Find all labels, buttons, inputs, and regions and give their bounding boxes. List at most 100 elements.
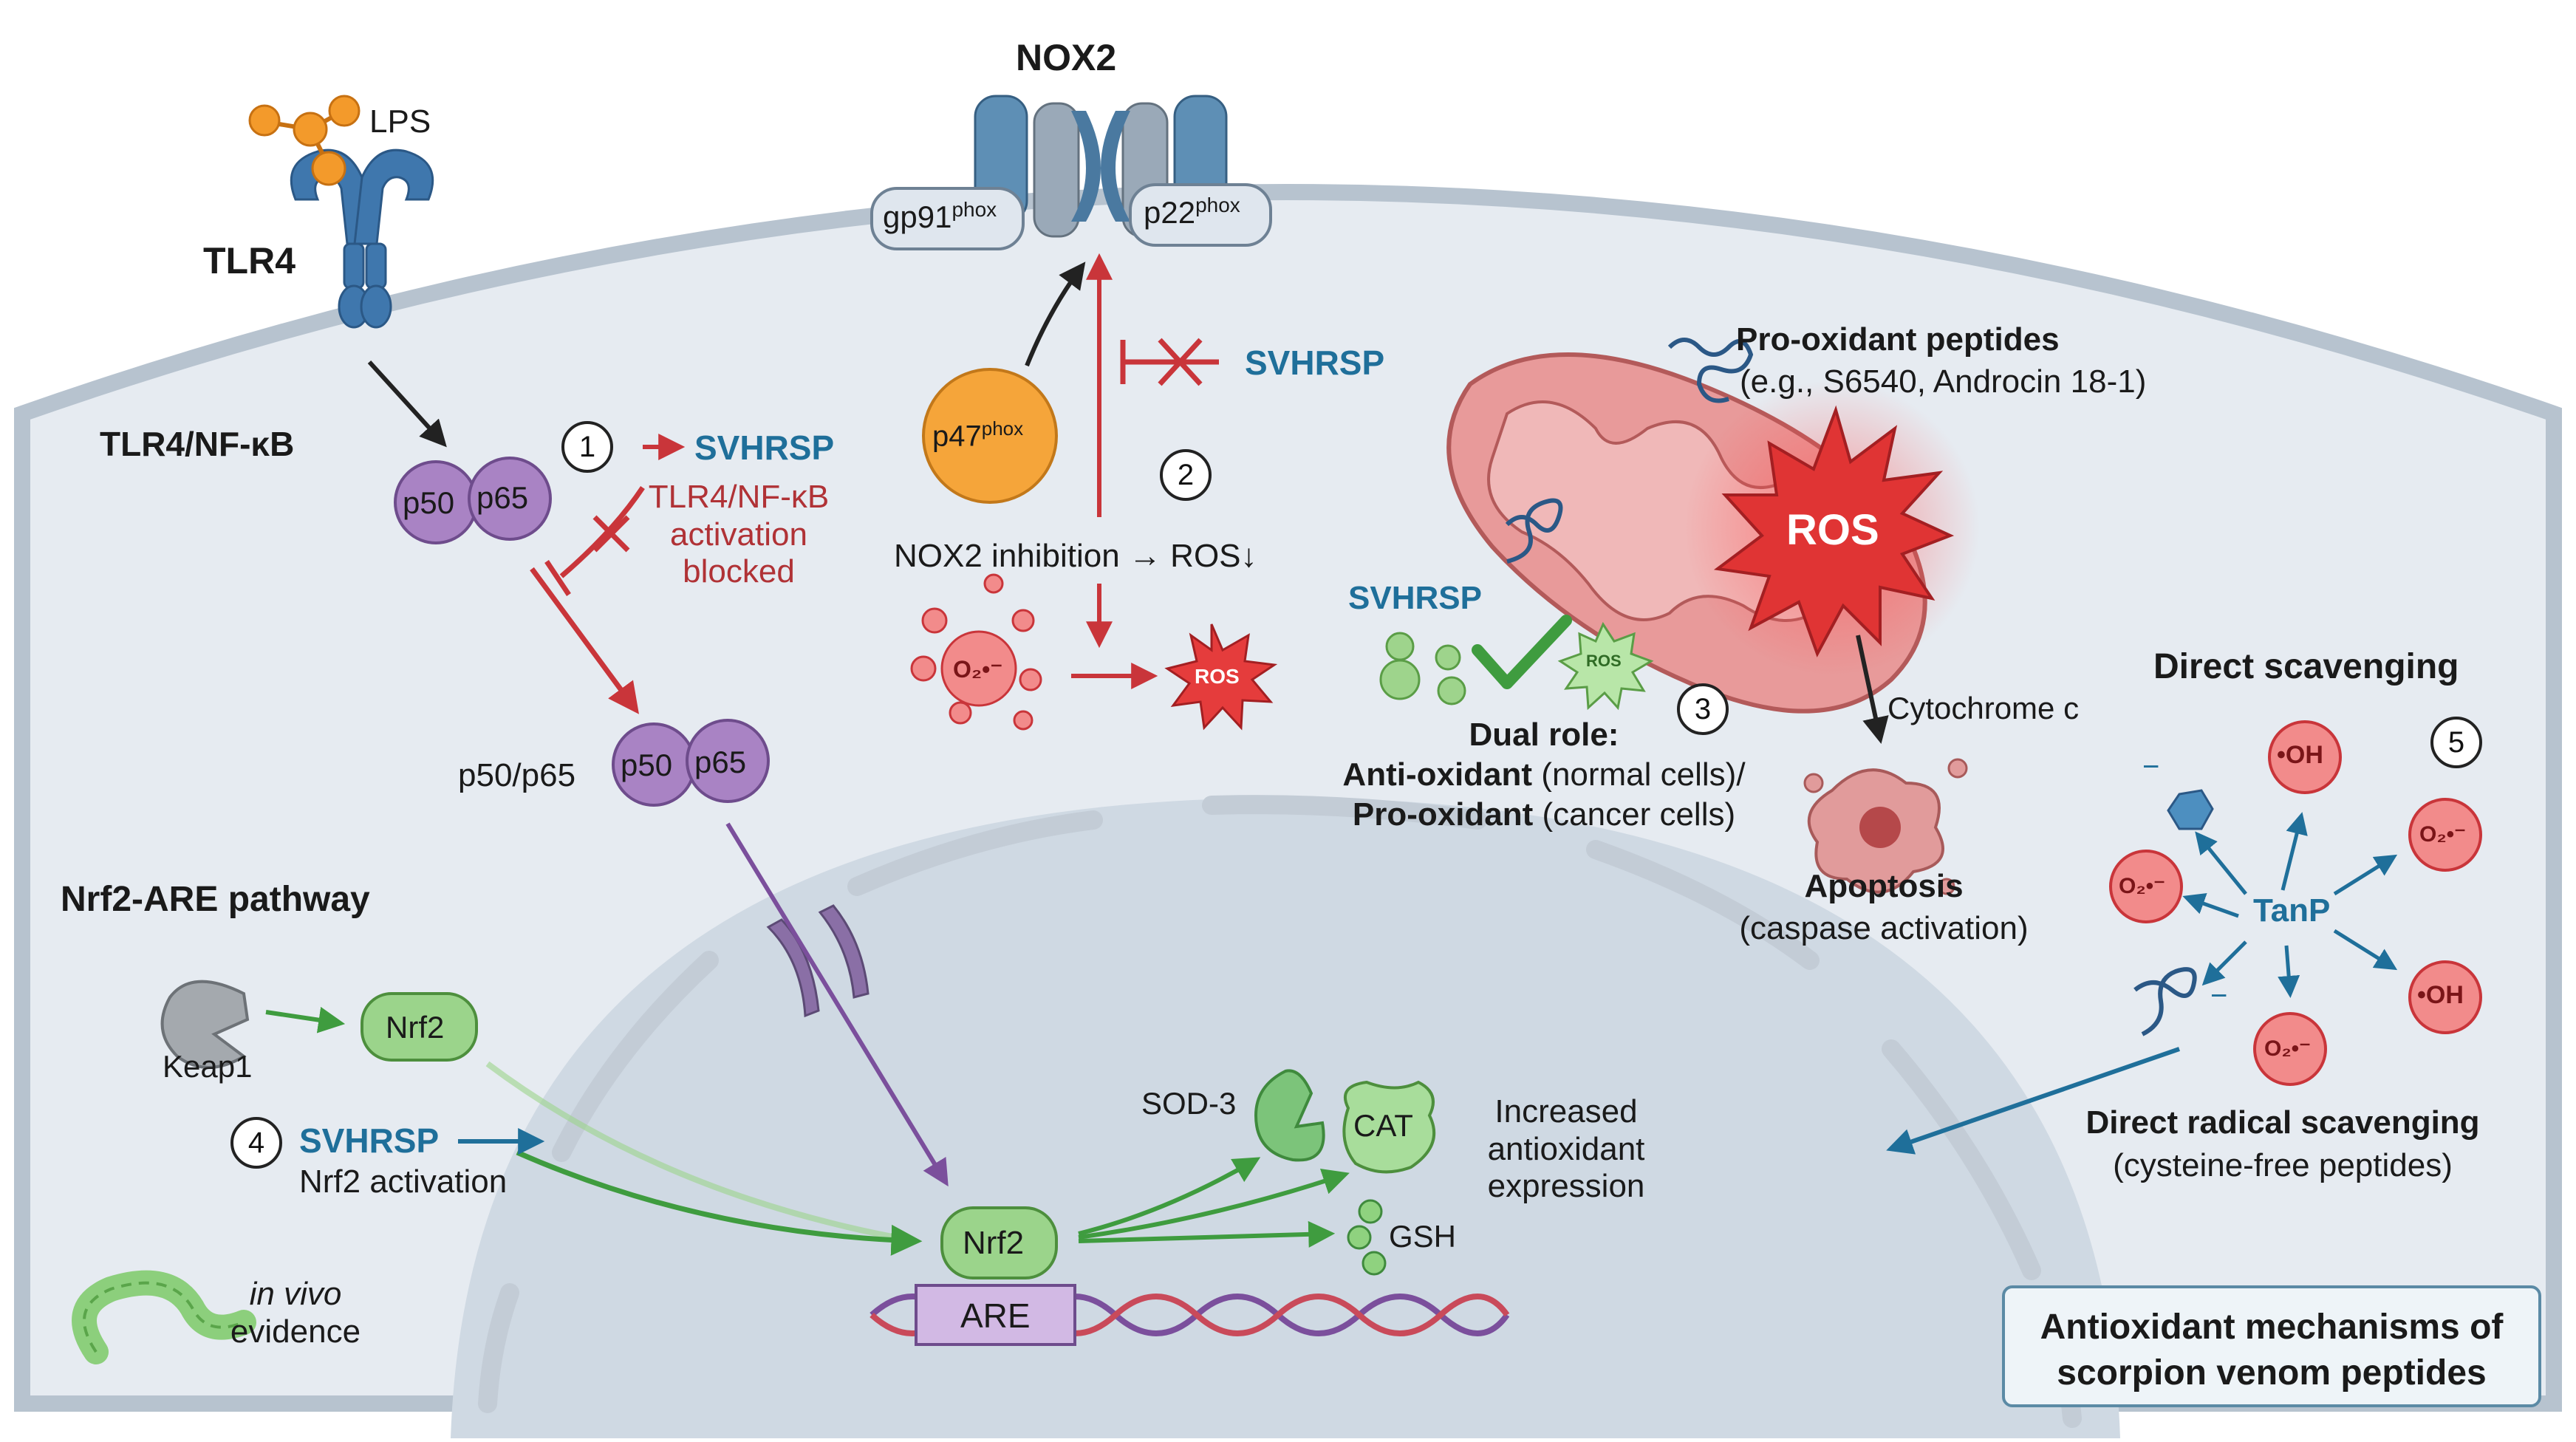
cat-enzyme	[1342, 1080, 1436, 1174]
nrf2-cytoplasm-label: Nrf2	[386, 1010, 445, 1045]
cat-label: CAT	[1353, 1108, 1413, 1143]
svhrsp-3-label: SVHRSP	[1348, 580, 1482, 616]
ros-small-label: ROS	[1195, 665, 1240, 688]
pro-oxidant-examples: (e.g., S6540, Androcin 18-1)	[1740, 363, 2147, 400]
step-2-marker: 2	[1160, 449, 1212, 501]
gsh-molecule	[1347, 1199, 1387, 1276]
arrow-to-gsh	[1078, 1220, 1336, 1248]
tlr4-nfkb-heading: TLR4/NF-κB	[100, 425, 295, 463]
nox2-inhibition-label: NOX2 inhibition → ROS↓	[894, 538, 1257, 574]
arrow-nrf2-to-nucleus	[485, 1061, 917, 1244]
tanp-scavenging-arrows	[2182, 812, 2398, 998]
dual-role-title: Dual role:	[1469, 717, 1619, 753]
dual-role-antioxidant: Anti-oxidant (normal cells)/	[1342, 756, 1746, 793]
oh-radical-top: •OH	[2277, 741, 2323, 769]
superoxide-cluster	[910, 573, 1042, 731]
p47phox-subunit	[922, 368, 1058, 504]
cytochrome-c-label: Cytochrome c	[1887, 691, 2080, 725]
p50-label-top: p50	[403, 485, 455, 520]
ros-burst-big	[1713, 405, 1955, 657]
arrow-keap1-to-nrf2	[265, 1006, 346, 1033]
p50-p65-label: p50/p65	[458, 757, 576, 793]
superoxide-right: O₂•⁻	[2419, 822, 2467, 847]
lps-molecule	[248, 95, 361, 186]
nrf2-nuclear	[940, 1206, 1058, 1279]
check-mark-icon	[1472, 615, 1572, 689]
scavenger-peptide	[2133, 967, 2197, 1036]
superoxide-left: O₂•⁻	[2119, 874, 2166, 898]
gp91phox-label: gp91phox	[883, 198, 997, 234]
arrow-p47-to-nox2	[1025, 262, 1086, 367]
nrf2-nuclear-label: Nrf2	[963, 1225, 1025, 1261]
nox2-complex	[870, 95, 1272, 250]
cysteine-free-caption: (cysteine-free peptides)	[2113, 1147, 2453, 1183]
svhrsp-4-label: SVHRSP	[299, 1121, 440, 1160]
direct-scavenging-heading: Direct scavenging	[2153, 647, 2459, 686]
arrow-scavenging-to-nucleus	[1886, 1047, 2180, 1155]
p50-p65-dimer-cytoplasm	[394, 457, 552, 544]
ros-neutralized-burst	[1557, 621, 1654, 711]
electron-particle	[2167, 789, 2214, 830]
tlr4-label: TLR4	[203, 240, 295, 281]
keap1-protein	[160, 980, 250, 1069]
sod3-label: SOD-3	[1141, 1086, 1237, 1121]
ros-burst-small	[1164, 623, 1278, 731]
p65-label-top: p65	[476, 480, 529, 515]
gsh-label: GSH	[1389, 1219, 1457, 1254]
p50-label-lower: p50	[621, 748, 673, 782]
apoptosis-label: Apoptosis	[1804, 868, 1964, 904]
arrow-to-cat	[1078, 1169, 1350, 1240]
oh-radical-right: •OH	[2417, 981, 2464, 1009]
radical-particles	[2109, 720, 2482, 1086]
figure-title: Antioxidant mechanisms of scorpion venom…	[2040, 1308, 2504, 1393]
are-element	[915, 1284, 1076, 1346]
electron-minus-top: −	[2142, 751, 2160, 783]
ros-big-label: ROS	[1786, 506, 1879, 554]
superoxide-label: O₂•⁻	[953, 656, 1003, 683]
step-3-marker: 3	[1677, 683, 1729, 735]
step-5-marker: 5	[2430, 717, 2482, 768]
step-4-marker: 4	[230, 1117, 282, 1169]
scavenged-ros-particles	[1379, 632, 1466, 705]
dual-role-prooxidant: Pro-oxidant (cancer cells)	[1352, 796, 1736, 833]
ros-neutralized-label: ROS	[1586, 652, 1622, 670]
nrf2-are-heading: Nrf2-ARE pathway	[61, 880, 370, 919]
keap1-label: Keap1	[163, 1049, 253, 1084]
lps-label: LPS	[369, 103, 431, 140]
p65-label-lower: p65	[694, 745, 747, 779]
pro-oxidant-title: Pro-oxidant peptides	[1736, 321, 2060, 358]
figure-title-box: Antioxidant mechanisms of scorpion venom…	[2002, 1285, 2541, 1407]
tanp-label: TanP	[2253, 892, 2331, 929]
direct-radical-caption: Direct radical scavenging	[2085, 1104, 2480, 1141]
arrow-cytochrome	[1856, 635, 1889, 745]
sod3-enzyme	[1254, 1069, 1325, 1162]
arrow-nrf2-translocation	[516, 1149, 923, 1256]
svhrsp-1-label: SVHRSP	[694, 428, 835, 467]
tlr4-receptor	[290, 148, 434, 329]
arrow-tlr4-to-nfkb	[367, 360, 447, 448]
nuclear-envelope	[478, 795, 2082, 1428]
nrf2-cytoplasm	[361, 992, 478, 1062]
svhrsp-2-label: SVHRSP	[1245, 344, 1385, 382]
pro-oxidant-peptide	[1667, 338, 1754, 403]
are-label: ARE	[960, 1296, 1031, 1335]
svhrsp-peptide	[1505, 498, 1563, 564]
nox2-inhibition	[1120, 338, 1219, 386]
p50-p65-dimer-lower	[612, 719, 770, 807]
step-1-marker: 1	[561, 421, 613, 473]
nrf2-activation-label: Nrf2 activation	[299, 1163, 508, 1200]
electron-minus-bottom: −	[2210, 980, 2228, 1012]
arrow-dimer-to-nucleus	[725, 822, 949, 1187]
nfkb-inhibition	[544, 486, 645, 596]
superoxide-bottom: O₂•⁻	[2264, 1036, 2312, 1061]
p22phox-label: p22phox	[1144, 194, 1240, 230]
arrow-to-sod3	[1078, 1157, 1261, 1236]
worm-segments	[83, 1281, 245, 1353]
nox2-label: NOX2	[1016, 37, 1117, 78]
caspase-label: (caspase activation)	[1739, 910, 2029, 946]
